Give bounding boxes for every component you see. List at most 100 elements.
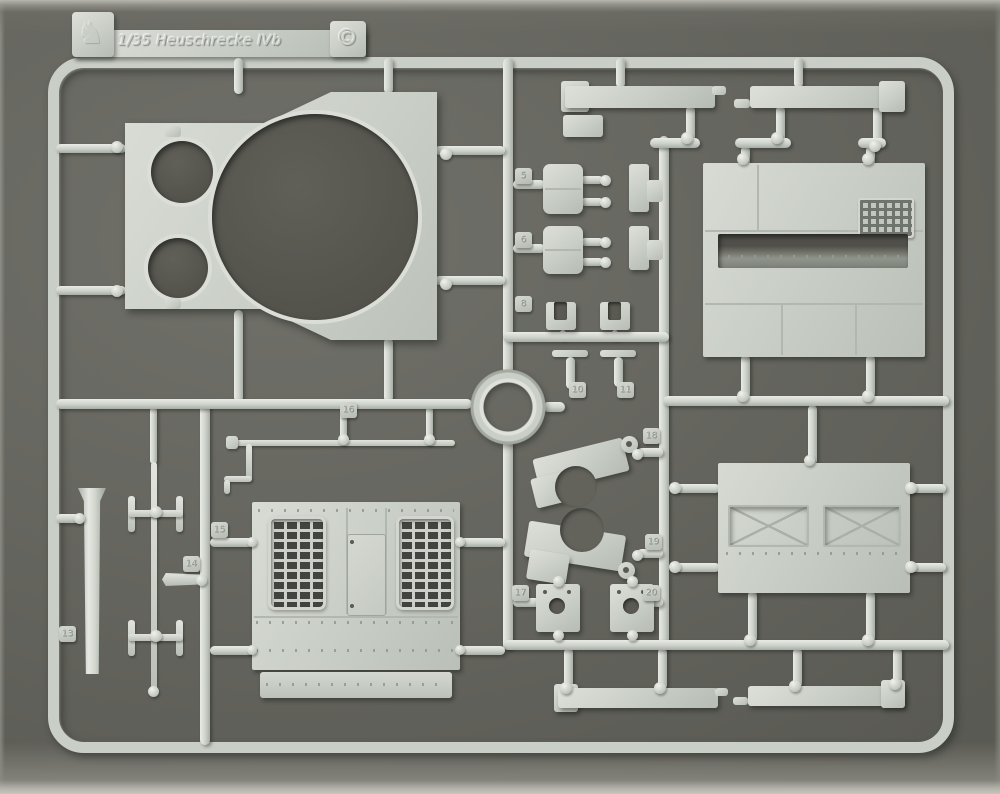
hinge-clip-lower bbox=[165, 298, 181, 309]
sprue-tab-logo-block bbox=[72, 12, 114, 57]
sprue-gate-blob bbox=[627, 630, 638, 641]
panel-line bbox=[705, 303, 923, 305]
sprue-gate-blob bbox=[669, 561, 681, 573]
runner-segment bbox=[56, 399, 472, 409]
crank-handle-arm bbox=[246, 444, 252, 480]
rivet-row bbox=[258, 509, 454, 512]
rivet-row bbox=[728, 255, 900, 258]
sprue-gate-blob bbox=[600, 197, 611, 208]
lug-hole bbox=[623, 567, 629, 573]
beam-interlock-tab bbox=[734, 99, 750, 108]
runner-segment bbox=[776, 106, 785, 142]
sprue-gate-blob bbox=[247, 645, 257, 655]
runner-segment bbox=[150, 407, 157, 464]
rod-end-fitting bbox=[226, 436, 238, 449]
runner-segment bbox=[581, 258, 603, 266]
crank-handle-tip bbox=[224, 480, 230, 494]
rivet-row bbox=[726, 552, 902, 555]
sprue-gate-blob bbox=[737, 153, 749, 165]
gun-cradle-bracket-lower bbox=[523, 502, 638, 594]
beam-interlock-tab bbox=[715, 688, 728, 696]
thin-rod-part bbox=[151, 462, 157, 692]
runner-segment bbox=[794, 58, 803, 88]
bracket-block bbox=[629, 226, 649, 270]
panel-recessed-slot bbox=[718, 234, 908, 268]
part-tag-17: 17 bbox=[512, 585, 529, 601]
engine-grille-right bbox=[396, 516, 454, 610]
sprue-gate-blob bbox=[804, 455, 815, 466]
part-tag-19: 19 bbox=[645, 534, 662, 550]
beam-interlock-tab bbox=[733, 697, 748, 705]
sprue-gate-blob bbox=[862, 634, 874, 646]
part-seam-line bbox=[545, 249, 581, 251]
runner-segment bbox=[503, 440, 513, 650]
panel-line bbox=[781, 303, 783, 355]
runner-segment bbox=[340, 407, 347, 443]
part-tag-6: 6 bbox=[515, 232, 532, 248]
sprue-gate-blob bbox=[150, 630, 162, 642]
beam-interlock-tab bbox=[712, 86, 726, 95]
bolt-hole bbox=[543, 590, 547, 594]
runner-segment bbox=[503, 332, 669, 342]
beam-end-block bbox=[879, 81, 905, 112]
hinge-clip-upper bbox=[165, 126, 181, 137]
part-tag-20: 20 bbox=[643, 585, 660, 601]
runner-segment bbox=[866, 355, 875, 401]
part-tag-11: 11 bbox=[617, 382, 634, 398]
panel-line bbox=[757, 165, 759, 231]
t-fitting-stem bbox=[614, 357, 623, 387]
sprue-gate-blob bbox=[869, 140, 881, 152]
access-door bbox=[347, 534, 386, 616]
frame-beam-top-left bbox=[565, 86, 715, 108]
sprue-gate-blob bbox=[654, 682, 666, 694]
runner-segment bbox=[210, 538, 254, 547]
runner-segment bbox=[893, 648, 902, 688]
sprue-gate-blob bbox=[737, 390, 749, 402]
runner-segment bbox=[384, 58, 393, 94]
t-fitting-flange bbox=[600, 350, 636, 357]
runner-segment bbox=[56, 514, 80, 523]
bolt-hole bbox=[617, 590, 621, 594]
sprue-gate-blob bbox=[669, 482, 681, 494]
sprue-gate-blob bbox=[600, 175, 611, 186]
runner-segment bbox=[735, 138, 791, 148]
runner-segment bbox=[564, 648, 573, 690]
bracket-block bbox=[629, 164, 649, 212]
part-tag-block bbox=[563, 115, 603, 137]
sprue-gate-blob bbox=[789, 680, 801, 692]
sprue-gate-blob bbox=[862, 390, 874, 402]
sprue-gate-blob bbox=[600, 257, 611, 268]
door-hinge bbox=[350, 540, 354, 544]
sprue-gate-blob bbox=[424, 434, 435, 445]
sprue-gate-blob bbox=[681, 132, 693, 144]
sprue-gate-blob bbox=[247, 537, 257, 547]
runner-segment bbox=[866, 591, 875, 643]
bracket-block-step bbox=[647, 180, 663, 202]
runner-segment bbox=[741, 355, 750, 401]
runner-segment bbox=[581, 176, 603, 184]
sprue-gate-blob bbox=[632, 550, 643, 561]
x-hatch-right bbox=[823, 505, 901, 547]
clamp-notch bbox=[554, 302, 567, 320]
sprue-tab bbox=[74, 30, 366, 57]
panel-line bbox=[705, 230, 923, 232]
sprue-gate-blob bbox=[744, 634, 756, 646]
sprue-gate-blob bbox=[455, 645, 465, 655]
runner-segment bbox=[435, 146, 505, 155]
sprue-gate-blob bbox=[111, 285, 123, 297]
hatch-opening-lower bbox=[148, 238, 208, 298]
runner-segment bbox=[793, 648, 802, 688]
sprue-gate-blob bbox=[553, 630, 564, 641]
part-tag-18: 18 bbox=[643, 428, 660, 444]
mount-plate-hole bbox=[623, 598, 639, 614]
runner-segment bbox=[651, 598, 663, 607]
runner-segment bbox=[513, 598, 541, 607]
runner-segment bbox=[543, 402, 565, 412]
runner-segment bbox=[503, 58, 513, 374]
part-tag-8: 8 bbox=[515, 296, 532, 312]
runner-segment bbox=[908, 563, 946, 572]
sprue-title: 1/35 Heuschrecke IVb bbox=[118, 33, 282, 49]
runner-segment bbox=[460, 646, 505, 655]
sprue-gate-blob bbox=[553, 576, 564, 587]
